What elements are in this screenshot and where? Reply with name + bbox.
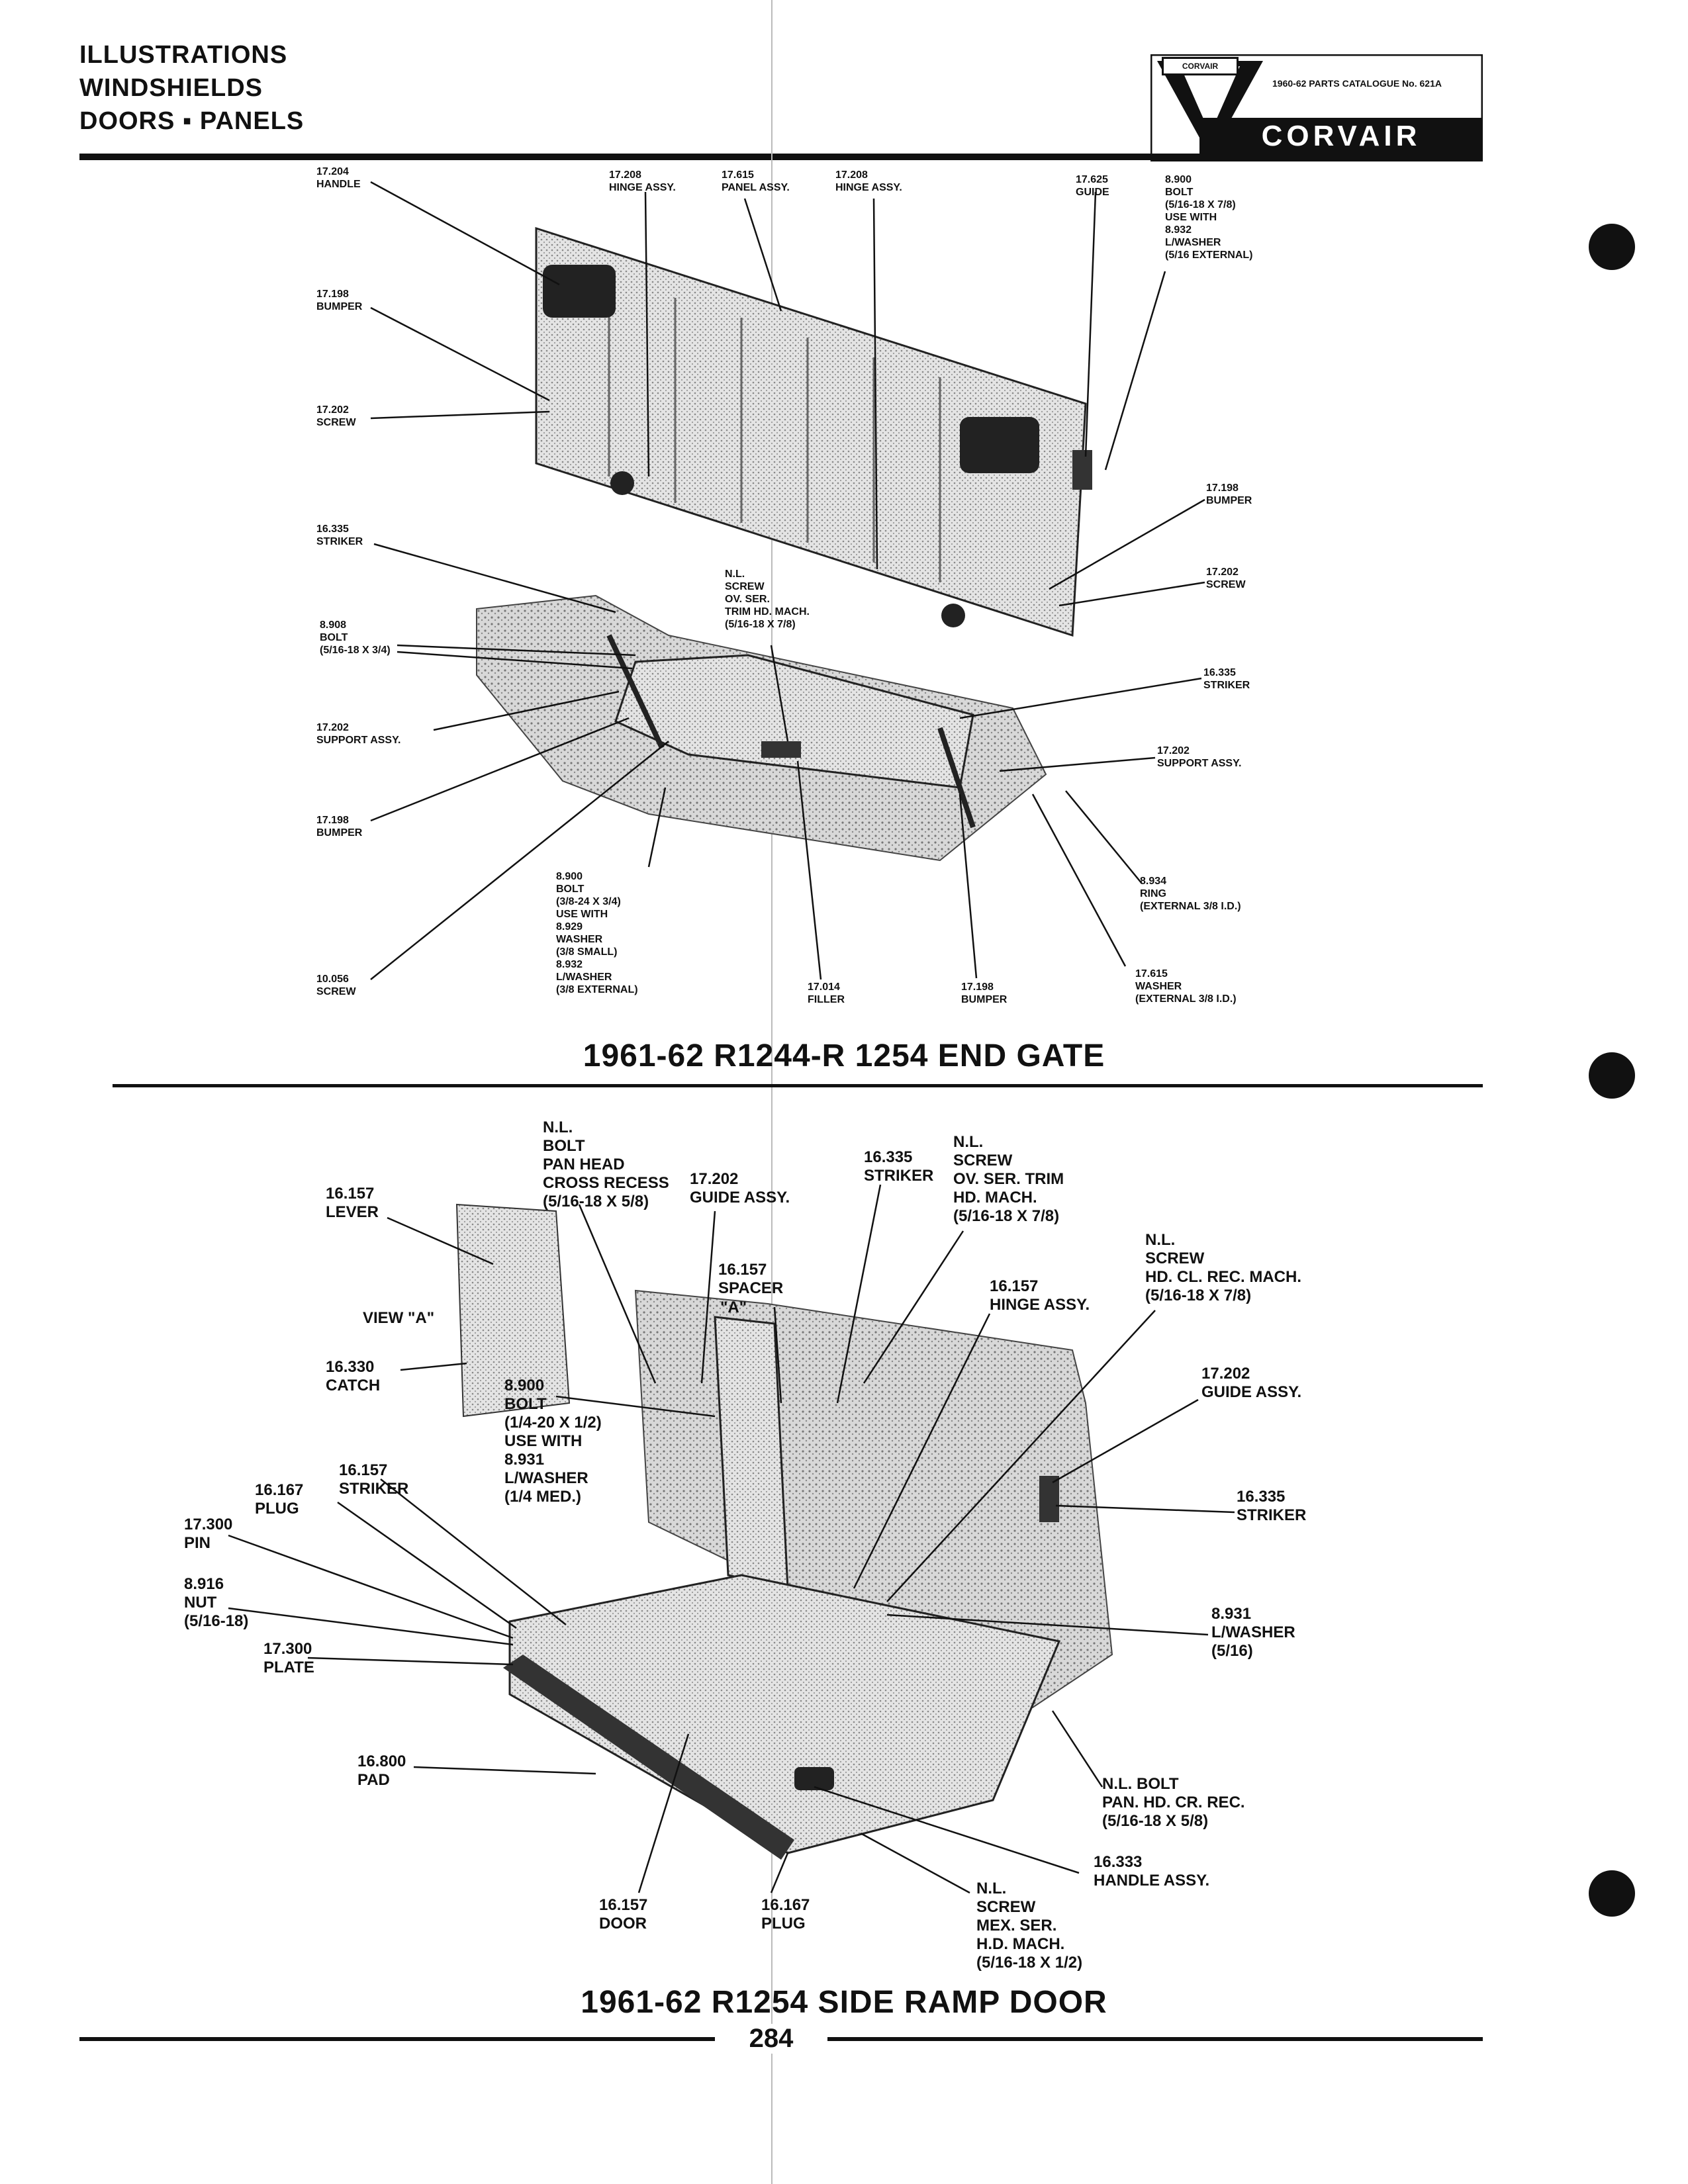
label-striker-left: 16.157 STRIKER <box>339 1461 409 1498</box>
label-bolt-2: 8.900 BOLT (3/8-24 x 3/4) USE WITH 8.929… <box>556 871 638 995</box>
side-ramp-door-drawing <box>455 1203 1113 1860</box>
label-plate: 17.300 PLATE <box>263 1640 314 1676</box>
label-guide-2: 17.202 GUIDE ASSY. <box>1201 1365 1302 1401</box>
label-nl-screw-1: N.L. SCREW OV. SER. TRIM HD. MACH. (5/16… <box>953 1133 1064 1225</box>
label-striker-2: 16.335 STRIKER <box>1203 667 1250 691</box>
label-nl-bolt-1: N.L. BOLT PAN HEAD CROSS RECESS (5/16-18… <box>543 1118 669 1210</box>
heading-line-2: WINDSHIELDS <box>79 74 263 102</box>
label-bumper-1: 17.198 BUMPER <box>316 289 363 312</box>
label-screw-2: 10.056 SCREW <box>316 974 356 997</box>
label-guide-1: 17.202 GUIDE ASSY. <box>690 1170 790 1206</box>
label-panel: 17.615 PANEL ASSY. <box>722 169 790 193</box>
label-support-1: 17.202 SUPPORT ASSY. <box>316 722 401 746</box>
label-nl-screw-3: N.L. SCREW MEX. SER. H.D. MACH. (5/16-18… <box>976 1880 1083 1972</box>
label-handle-assy: 16.333 HANDLE ASSY. <box>1094 1853 1210 1889</box>
label-nl-bolt-2: N.L. BOLT PAN. HD. CR. REC. (5/16-18 x 5… <box>1102 1775 1245 1830</box>
binder-hole-3 <box>1589 1870 1635 1917</box>
label-catch: 16.330 CATCH <box>326 1358 381 1394</box>
end-gate-panel-drawing <box>535 226 1092 637</box>
side-ramp-leader-lines <box>228 1184 1235 1894</box>
label-handle: 17.204 HANDLE <box>316 166 361 190</box>
label-view-a: VIEW "A" <box>363 1309 435 1327</box>
label-hinge-2: 17.208 HINGE ASSY. <box>835 169 902 193</box>
label-bolt-1: 8.908 BOLT (5/16-18 x 3/4) <box>320 619 391 656</box>
label-lever: 16.157 LEVER <box>326 1185 379 1221</box>
label-bumper-4: 17.198 BUMPER <box>1206 482 1252 506</box>
label-bolt-3: 8.900 BOLT (5/16-18 x 7/8) USE WITH 8.93… <box>1165 174 1253 261</box>
label-door: 16.157 DOOR <box>599 1896 648 1933</box>
heading-line-1: ILLUSTRATIONS <box>79 41 288 69</box>
section-heading: ILLUSTRATIONS WINDSHIELDS DOORS ▪ PANELS <box>79 38 304 138</box>
label-screw-1: 17.202 SCREW <box>316 404 356 428</box>
label-striker-right: 16.335 STRIKER <box>1237 1488 1307 1524</box>
label-nut: 8.916 NUT (5/16-18) <box>184 1575 249 1630</box>
binder-hole-1 <box>1589 224 1635 270</box>
label-washer: 17.615 WASHER (EXTERNAL 3/8 I.D.) <box>1135 968 1237 1005</box>
label-guide: 17.625 GUIDE <box>1076 174 1109 198</box>
end-gate-leader-lines <box>370 181 1205 980</box>
header-rule <box>79 154 1483 160</box>
label-bolt: 8.900 BOLT (1/4-20 x 1/2) USE WITH 8.931… <box>504 1377 602 1506</box>
heading-line-3: DOORS ▪ PANELS <box>79 107 305 135</box>
label-hinge: 16.157 HINGE ASSY. <box>990 1277 1090 1314</box>
label-plug-2: 16.167 PLUG <box>761 1896 810 1933</box>
page-number: 284 <box>715 2024 827 2054</box>
end-gate-floor-drawing <box>476 594 1047 862</box>
label-nl-screw-2: N.L. SCREW HD. CL. REC. MACH. (5/16-18 x… <box>1145 1231 1301 1304</box>
label-screw-3: 17.202 SCREW <box>1206 567 1246 590</box>
page-fold-line <box>771 0 773 2184</box>
section-divider <box>113 1084 1483 1087</box>
label-l-washer: 8.931 L/WASHER (5/16) <box>1211 1605 1295 1660</box>
catalogue-number: 1960-62 PARTS CATALOGUE No. 621A <box>1272 78 1442 89</box>
label-nl-screw: N.L. SCREW OV. SER. TRIM HD. MACH. (5/16… <box>725 569 810 630</box>
side-ramp-title: 1961-62 R1254 SIDE RAMP DOOR <box>581 1985 1107 2020</box>
brand-name: CORVAIR <box>1199 118 1483 155</box>
logo-badge: CORVAIR <box>1162 57 1239 75</box>
label-hinge-1: 17.208 HINGE ASSY. <box>609 169 676 193</box>
label-bumper-3: 17.198 BUMPER <box>961 981 1008 1005</box>
label-view-a-marker: "A" <box>720 1298 747 1316</box>
label-filler: 17.014 FILLER <box>808 981 845 1005</box>
label-bumper-2: 17.198 BUMPER <box>316 815 363 839</box>
label-striker-top: 16.335 STRIKER <box>864 1148 934 1185</box>
label-support-2: 17.202 SUPPORT ASSY. <box>1157 745 1242 769</box>
label-pin: 17.300 PIN <box>184 1516 233 1552</box>
label-pad: 16.800 PAD <box>357 1752 406 1789</box>
label-plug-1: 16.167 PLUG <box>255 1481 304 1518</box>
binder-hole-2 <box>1589 1052 1635 1099</box>
label-spacer: 16.157 SPACER <box>718 1261 784 1297</box>
label-striker-1: 16.335 STRIKER <box>316 523 363 547</box>
label-ring: 8.934 RING (EXTERNAL 3/8 I.D.) <box>1140 876 1241 912</box>
end-gate-title: 1961-62 R1244-R 1254 END GATE <box>583 1038 1105 1073</box>
